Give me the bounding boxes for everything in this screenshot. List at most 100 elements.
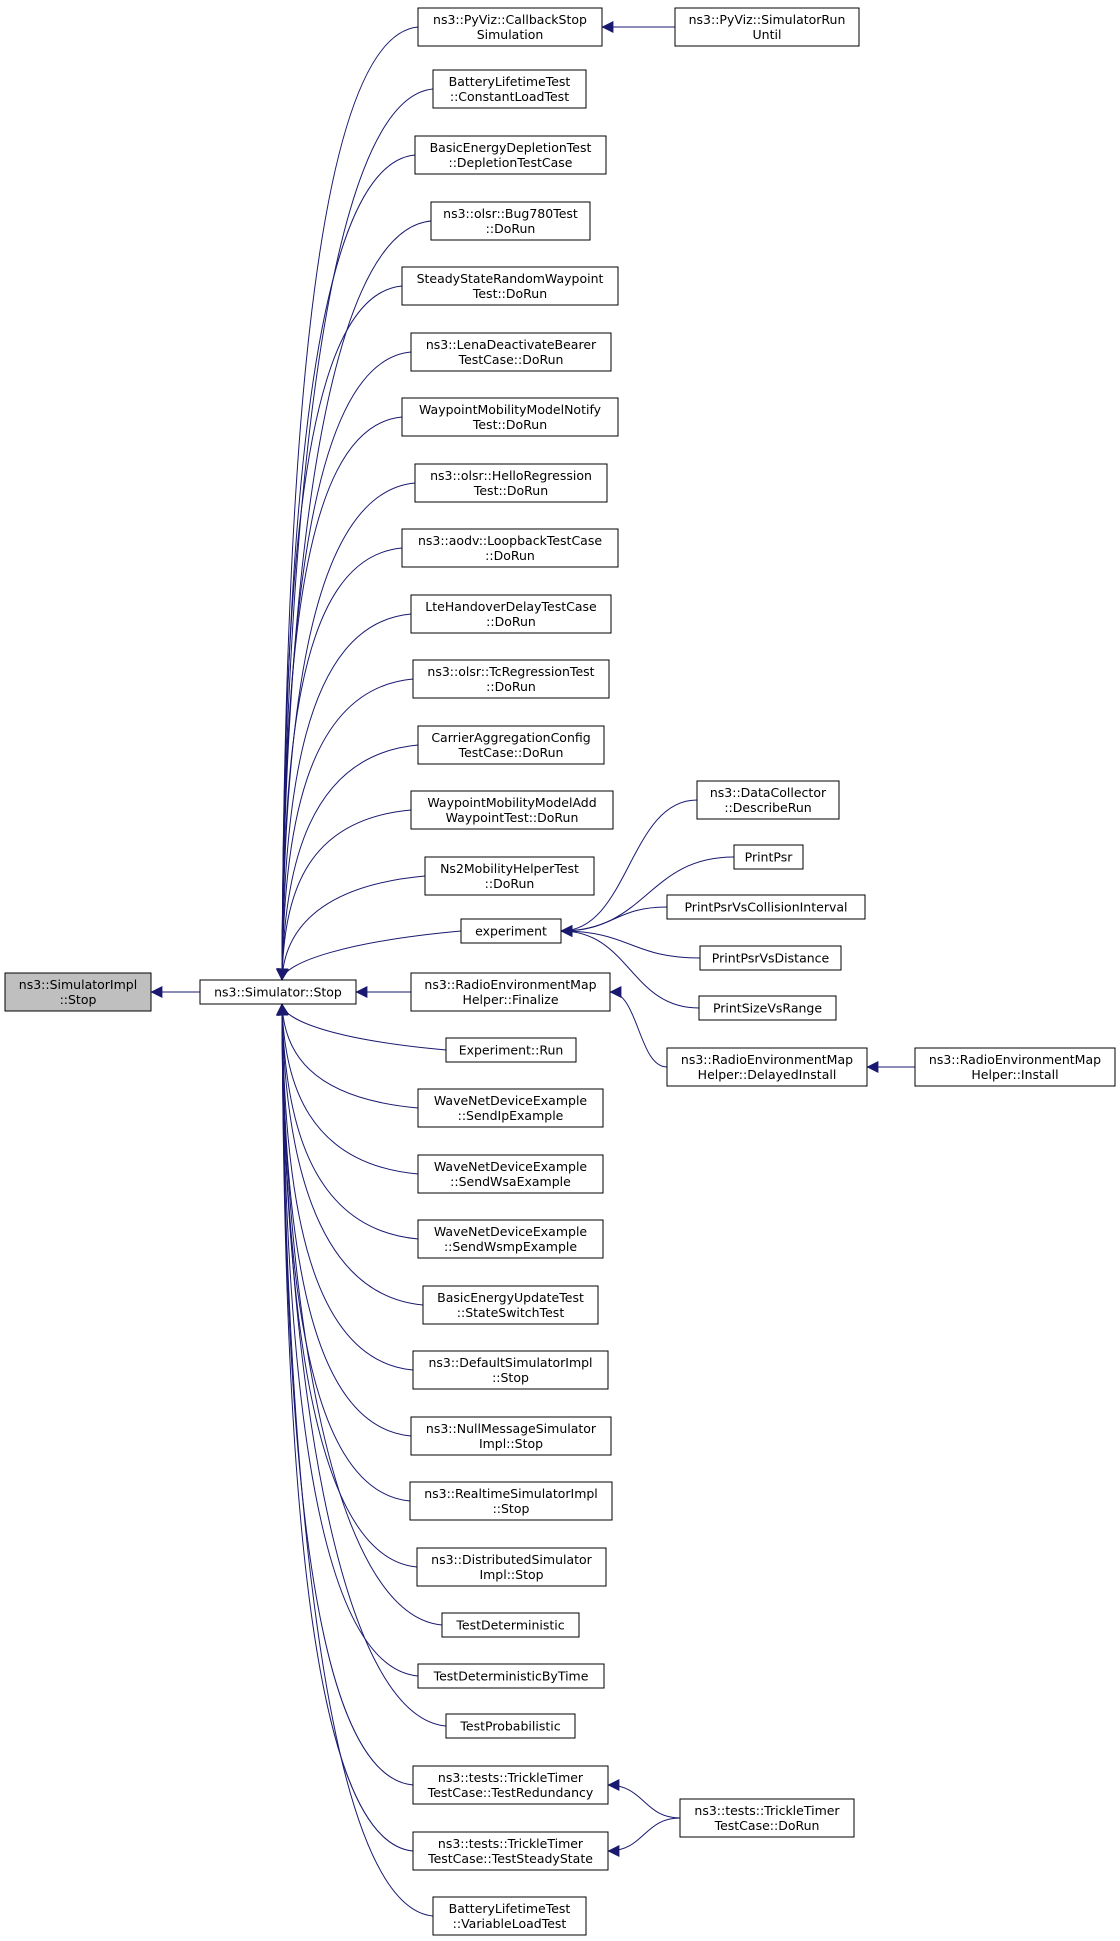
edge-c25-to-n1 [276,1003,443,1626]
node-n1[interactable]: ns3::Simulator::Stop [199,979,357,1005]
edge-c7-to-n1 [276,482,416,981]
node-label: BatteryLifetimeTest [449,1901,571,1916]
node-e1[interactable]: PrintPsr [733,844,804,870]
node-c29[interactable]: ns3::tests::TrickleTimerTestCase::TestSt… [412,1831,609,1871]
node-box [416,1547,607,1587]
node-c27[interactable]: TestProbabilistic [445,1713,576,1739]
node-label: ns3::aodv::LoopbackTestCase [418,533,602,548]
edge-c30-to-n1 [276,1003,434,1917]
node-box [412,1350,609,1390]
node-box [414,135,607,175]
node-c1[interactable]: BatteryLifetimeTest::ConstantLoadTest [432,69,587,109]
node-box [914,1047,1116,1087]
node-box [410,594,612,634]
node-box [679,1798,855,1838]
edge-c17-to-n1 [276,1003,419,1109]
node-c26[interactable]: TestDeterministicByTime [417,1663,605,1689]
node-n0: ns3::SimulatorImpl::Stop [4,972,152,1012]
node-c30[interactable]: BatteryLifetimeTest::VariableLoadTest [432,1896,587,1936]
node-label: ns3::NullMessageSimulator [426,1421,597,1436]
node-c23[interactable]: ns3::RealtimeSimulatorImpl::Stop [409,1481,613,1521]
node-label: ::DoRun [486,679,536,694]
edge-c27-to-n1 [276,1003,447,1727]
node-label: TestCase::TestSteadyState [427,1851,593,1866]
node-box [414,463,608,503]
node-box [441,1612,580,1638]
node-c17[interactable]: WaveNetDeviceExample::SendIpExample [417,1088,604,1128]
edge-c11-to-n1 [276,744,419,981]
node-box [733,844,804,870]
node-box [674,7,860,47]
node-label: ::ConstantLoadTest [450,89,569,104]
node-label: Experiment::Run [459,1043,564,1058]
node-c12[interactable]: WaypointMobilityModelAddWaypointTest::Do… [410,790,614,830]
node-box [410,790,614,830]
node-label: ::SendWsmpExample [444,1239,577,1254]
node-c8[interactable]: ns3::aodv::LoopbackTestCase::DoRun [401,528,619,568]
node-label: WaypointTest::DoRun [446,810,579,825]
node-label: ns3::tests::TrickleTimer [438,1836,584,1851]
node-c20[interactable]: BasicEnergyUpdateTest::StateSwitchTest [422,1285,599,1325]
node-c18[interactable]: WaveNetDeviceExample::SendWsaExample [417,1154,604,1194]
edge-c10-to-n1 [276,678,414,981]
node-c28[interactable]: ns3::tests::TrickleTimerTestCase::TestRe… [412,1765,609,1805]
node-label: ns3::tests::TrickleTimer [438,1770,584,1785]
node-c13[interactable]: Ns2MobilityHelperTest::DoRun [424,856,595,896]
node-r0[interactable]: ns3::RadioEnvironmentMapHelper::DelayedI… [666,1047,868,1087]
node-c2[interactable]: BasicEnergyDepletionTest::DepletionTestC… [414,135,607,175]
node-e4[interactable]: PrintSizeVsRange [698,995,837,1021]
node-label: TestProbabilistic [459,1719,560,1734]
node-label: BasicEnergyDepletionTest [430,140,592,155]
node-label: WaypointMobilityModelAdd [427,795,596,810]
node-c10[interactable]: ns3::olsr::TcRegressionTest::DoRun [412,659,610,699]
node-label: Ns2MobilityHelperTest [440,861,579,876]
node-box [412,659,610,699]
node-box [412,1831,609,1871]
node-c21[interactable]: ns3::DefaultSimulatorImpl::Stop [412,1350,609,1390]
node-c16[interactable]: Experiment::Run [445,1037,577,1063]
node-label: TestCase::TestRedundancy [427,1785,594,1800]
node-label: PrintPsrVsCollisionInterval [684,900,847,915]
node-label: ns3::DefaultSimulatorImpl [428,1355,592,1370]
node-box [445,1713,576,1739]
edge-c23-to-n1 [276,1003,411,1502]
node-label: ns3::RadioEnvironmentMap [424,977,596,992]
edge-c13-to-n1 [276,875,426,981]
node-label: TestCase::DoRun [458,352,564,367]
edge-c8-to-n1 [276,547,403,981]
node-label: ::SendWsaExample [450,1174,571,1189]
edges [150,21,915,1917]
node-label: WaveNetDeviceExample [434,1159,588,1174]
node-box [417,1154,604,1194]
edge-t0-to-c29 [607,1817,681,1857]
node-c19[interactable]: WaveNetDeviceExample::SendWsmpExample [417,1219,604,1259]
edge-c9-to-n1 [276,613,412,981]
node-c25[interactable]: TestDeterministic [441,1612,580,1638]
node-label: ::DepletionTestCase [449,155,573,170]
node-e0[interactable]: ns3::DataCollector::DescribeRun [696,780,840,820]
node-label: ::Stop [492,1370,529,1385]
node-label: ::DescribeRun [724,800,811,815]
node-label: PrintPsr [745,850,794,865]
node-box [410,972,611,1012]
node-c9[interactable]: LteHandoverDelayTestCase::DoRun [410,594,612,634]
node-label: WaypointMobilityModelNotify [419,402,602,417]
node-e3[interactable]: PrintPsrVsDistance [699,945,842,971]
node-box [696,780,840,820]
node-c14[interactable]: experiment [460,918,562,944]
node-label: ns3::tests::TrickleTimer [694,1803,840,1818]
node-e2[interactable]: PrintPsrVsCollisionInterval [666,894,866,920]
node-c3[interactable]: ns3::olsr::Bug780Test::DoRun [430,201,591,241]
